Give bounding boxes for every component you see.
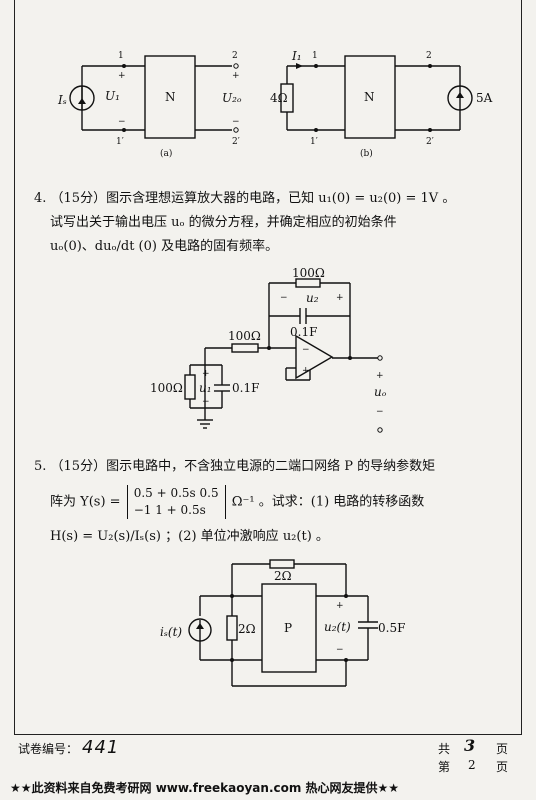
fig-a-u1-label: U₁ — [105, 89, 120, 103]
fig-a-port1: 1 — [118, 51, 124, 61]
fig-a-caption: (a) — [160, 148, 172, 159]
q5-matrix: 0.5 + 0.5s 0.5 −1 1 + 0.5s — [126, 485, 226, 519]
total-pages-unit: 页 — [496, 742, 509, 756]
q4-u2-label: u₂ — [306, 291, 319, 305]
svg-text:+: + — [336, 601, 344, 611]
fig-b-resistor-label: 4Ω — [270, 91, 288, 105]
fig-b-source-label: 5A — [476, 91, 493, 105]
fig-a-box-label: N — [165, 90, 176, 104]
q4-cg-label: 0.1F — [232, 381, 259, 395]
fig-a-minus1: − — [118, 117, 126, 127]
fig-b-i1-label: I₁ — [291, 49, 302, 63]
fig-a-port1p: 1′ — [116, 137, 124, 147]
q4-rfb-label: 100Ω — [292, 266, 325, 280]
svg-text:−: − — [202, 397, 210, 407]
total-pages-label: 共 — [438, 742, 451, 756]
q4-line2: 试写出关于输出电压 uₒ 的微分方程，并确定相应的初始条件 — [50, 215, 397, 230]
fig-a-plus2: + — [232, 71, 240, 81]
svg-text:+: + — [202, 369, 210, 379]
q4-u1-label: u₁ — [199, 381, 212, 395]
fig-b-port1: 1 — [312, 51, 318, 61]
current-page-value: 2 — [468, 758, 476, 772]
fig-b-port1p: 1′ — [310, 137, 318, 147]
q5-line1: 5. （15分）图示电路中，不含独立电源的二端口网络 P 的导纳参数矩 — [34, 459, 436, 474]
q4-uo-label: uₒ — [374, 385, 387, 399]
fig-b-box-label: N — [364, 90, 375, 104]
current-page-unit: 页 — [496, 760, 509, 774]
q4-opamp-minus: − — [302, 345, 310, 355]
svg-text:−: − — [376, 407, 384, 417]
q4-opamp-plus: + — [302, 366, 310, 376]
fig-b-port2: 2 — [426, 51, 432, 61]
q5-box-label: P — [284, 621, 292, 635]
current-page-label: 第 — [438, 760, 451, 774]
page-border — [14, 0, 522, 735]
q4-cfb-label: 0.1F — [290, 325, 317, 339]
q5-line2: 阵为 Y(s) = 0.5 + 0.5s 0.5 −1 1 + 0.5s Ω⁻¹… — [50, 485, 424, 519]
exam-code-value: 441 — [82, 737, 120, 758]
q5-matrix-suffix: Ω⁻¹ 。试求：(1) 电路的转移函数 — [231, 494, 425, 510]
fig-a-port2p: 2′ — [232, 137, 240, 147]
source-banner: ★★此资料来自免费考研网 www.freekaoyan.com 热心网友提供★★ — [10, 781, 400, 795]
fig-a-plus1: + — [118, 71, 126, 81]
q5-cap-label: 0.5F — [378, 621, 405, 635]
q5-matrix-row1: 0.5 + 0.5s 0.5 — [133, 486, 219, 500]
fig-a-source-label: Iₛ — [57, 93, 67, 107]
q5-line3: H(s) = U₂(s)/Iₛ(s) ；(2) 单位冲激响应 u₂(t) 。 — [50, 529, 329, 544]
q5-u2-label: u₂(t) — [324, 620, 351, 634]
svg-text:−: − — [336, 645, 344, 655]
total-pages-value: 3 — [464, 736, 476, 755]
q5-rleft-label: 2Ω — [238, 622, 256, 636]
q5-is-label: iₛ(t) — [160, 625, 182, 639]
q4-line1: 4. （15分）图示含理想运算放大器的电路，已知 u₁(0) = u₂(0) =… — [34, 191, 456, 206]
fig-b-caption: (b) — [360, 148, 373, 159]
q5-matrix-row2: −1 1 + 0.5s — [133, 503, 206, 517]
q5-rtop-label: 2Ω — [274, 569, 292, 583]
q4-rg-label: 100Ω — [150, 381, 183, 395]
q4-rin-label: 100Ω — [228, 329, 261, 343]
fig-a-out-label: U₂ₒ — [222, 91, 242, 105]
svg-text:+: + — [336, 293, 344, 303]
exam-code-label: 试卷编号： — [18, 742, 79, 756]
fig-a-port2: 2 — [232, 51, 238, 61]
fig-a-minus2: − — [232, 117, 240, 127]
q5-matrix-prefix: 阵为 Y(s) = — [50, 494, 121, 510]
fig-b-port2p: 2′ — [426, 137, 434, 147]
svg-text:+: + — [376, 371, 384, 381]
q4-line3: uₒ(0)、duₒ/dt (0) 及电路的固有频率。 — [50, 239, 279, 254]
svg-text:−: − — [280, 293, 288, 303]
